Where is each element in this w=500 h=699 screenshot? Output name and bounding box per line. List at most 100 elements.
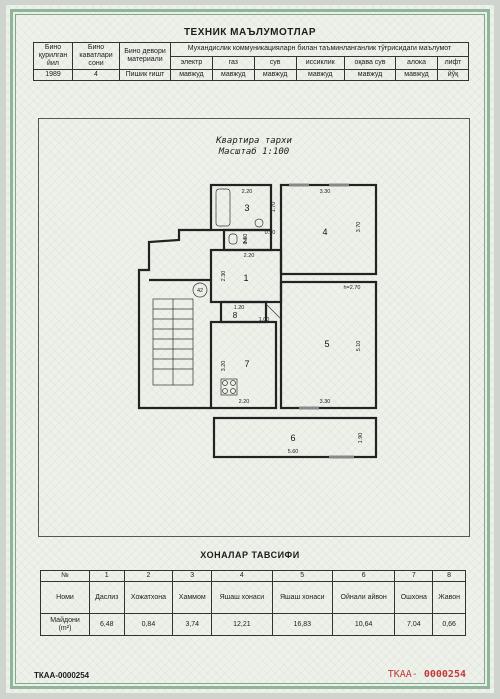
document-code: ТКАА-0000254 — [34, 671, 90, 680]
utility-value: мавжуд — [395, 69, 438, 82]
stair-number-circle — [192, 282, 208, 298]
room-no: 3 — [172, 569, 213, 583]
utility-name: газ — [211, 55, 255, 71]
room-area: 7,04 — [394, 613, 434, 637]
dimension-label: 0.60 — [243, 234, 249, 245]
room-name: Яшаш хонаси — [211, 581, 273, 615]
utility-name: лифт — [436, 55, 470, 71]
room-name: Хожатхона — [123, 581, 174, 615]
room-area: 10,64 — [331, 613, 396, 637]
label-area: Майдони (m²) — [40, 613, 90, 637]
ceiling-height-label: h=2.70 — [344, 285, 361, 291]
dimension-label: 0.90 — [265, 230, 276, 236]
tech-info-table: Бино қурилган йил Бино каватлари сони Би… — [33, 41, 470, 82]
dimension-label: 2.30 — [221, 271, 227, 282]
room-no: 4 — [211, 569, 273, 583]
utility-name: сув — [253, 55, 297, 71]
utility-value: мавжуд — [295, 69, 345, 82]
stove — [220, 378, 238, 396]
utility-name: иссиклик — [295, 55, 345, 71]
header-utilities: Мухандислик коммуникацияларн билан таъми… — [170, 42, 469, 57]
room-no: 8 — [432, 569, 466, 583]
room-number-3: 3 — [244, 203, 249, 213]
dimension-label: 2.20 — [242, 189, 253, 195]
dimension-label: 2.20 — [239, 399, 250, 405]
toilet — [228, 233, 238, 245]
dimension-label: 2.20 — [244, 253, 255, 259]
room-number-1: 1 — [243, 273, 248, 283]
room-no: 5 — [271, 569, 333, 583]
dimension-label: 1.00 — [259, 317, 270, 323]
room-area: 0,84 — [123, 613, 174, 637]
dimension-label: 5.10 — [356, 341, 362, 352]
room-number-7: 7 — [244, 359, 249, 369]
plan-title: Квартира тархи — [216, 136, 292, 146]
room-number-4: 4 — [322, 227, 327, 237]
sink — [254, 218, 264, 228]
wall-room-5 — [279, 280, 378, 410]
floor-plan-drawing: 3 2 4 1 8 5 7 6 2.20 3.30 1.70 3.70 0.90… — [137, 183, 378, 459]
room-number-5: 5 — [324, 339, 329, 349]
dimension-label: 5.60 — [288, 449, 299, 455]
utility-name: электр — [170, 55, 213, 71]
utility-value: мавжуд — [211, 69, 255, 82]
stair-number-label: 42 — [197, 288, 203, 294]
room-area: 6,48 — [89, 613, 125, 637]
utility-value: мавжуд — [170, 69, 213, 82]
document-sheet: ТЕХНИК МАЪЛУМОТЛАР Бино қурилган йил Бин… — [6, 5, 494, 693]
utility-value: мавжуд — [343, 69, 397, 82]
header-year: Бино қурилган йил — [33, 41, 73, 71]
closet-diagonal — [265, 303, 282, 320]
dimension-label: 1.70 — [271, 202, 277, 213]
room-number-6: 6 — [290, 433, 295, 443]
rooms-table-title: ХОНАЛАР ТАВСИФИ — [200, 550, 300, 560]
room-area: 16,83 — [271, 613, 333, 637]
dimension-label: 1.20 — [234, 305, 245, 311]
wall-stair-outline — [137, 228, 211, 410]
utility-value: йўқ — [436, 69, 470, 82]
header-floors: Бино каватлари сони — [72, 41, 120, 71]
wall-room-7 — [209, 320, 278, 410]
plan-scale: Масштаб 1:100 — [218, 147, 290, 157]
value-walls: Пишик ғишт — [119, 69, 171, 82]
room-name: Ойнали айвон — [331, 581, 396, 615]
dimension-label: 3.30 — [320, 399, 331, 405]
floor-plan-box: Квартира тархи Масштаб 1:100 — [38, 118, 470, 537]
label-name: Номи — [40, 581, 90, 615]
wall-room-6 — [212, 416, 378, 459]
wall-room-4 — [279, 183, 378, 276]
room-area: 0,66 — [432, 613, 466, 637]
dimension-label: 3.30 — [320, 189, 331, 195]
room-no: 6 — [331, 569, 396, 583]
utility-name: оқава сув — [343, 55, 397, 71]
utility-name: алока — [395, 55, 438, 71]
room-no: 1 — [89, 569, 125, 583]
dimension-label: 3.20 — [221, 361, 227, 372]
utility-value: мавжуд — [253, 69, 297, 82]
value-year: 1989 — [33, 69, 73, 82]
room-name: Хаммом — [172, 581, 213, 615]
serial-stamp: ТКАА- 0000254 — [388, 669, 466, 680]
room-number-2: 2 — [243, 238, 247, 245]
value-floors: 4 — [72, 69, 120, 82]
tech-info-title: ТЕХНИК МАЪЛУМОТЛАР — [183, 27, 317, 38]
stamp-number: 0000254 — [423, 669, 466, 680]
room-area: 3,74 — [172, 613, 213, 637]
room-number-8: 8 — [233, 311, 238, 320]
header-walls: Бино девори материали — [119, 41, 171, 71]
decorative-border — [10, 9, 490, 689]
room-name: Яшаш хонаси — [271, 581, 333, 615]
room-name: Ошхона — [394, 581, 434, 615]
label-no: № — [40, 569, 90, 583]
room-area: 12,21 — [211, 613, 273, 637]
dimension-label: 1.90 — [358, 433, 364, 444]
inner-border — [15, 14, 485, 684]
rooms-table: № 1 2 3 4 5 6 7 8 Номи Даслиз Хожатхона … — [40, 569, 466, 637]
room-no: 2 — [123, 569, 174, 583]
stamp-prefix: ТКАА- — [387, 669, 418, 680]
bathtub — [215, 188, 231, 227]
room-no: 7 — [394, 569, 434, 583]
room-name: Даслиз — [89, 581, 125, 615]
dimension-label: 3.70 — [356, 222, 362, 233]
room-name: Жавон — [432, 581, 466, 615]
